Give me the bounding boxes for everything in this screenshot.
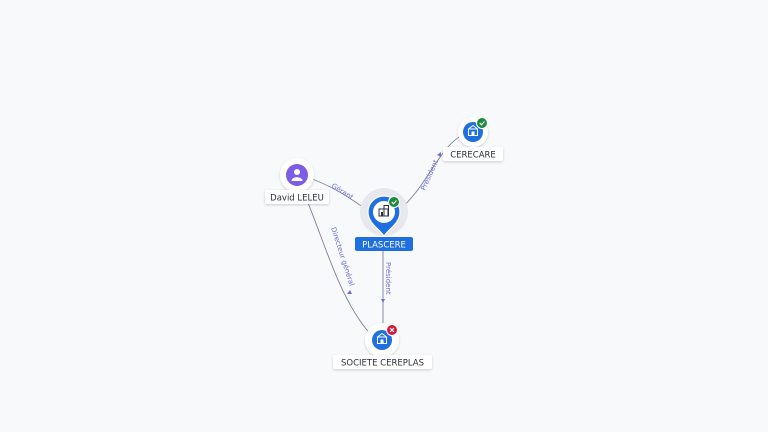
status-active-badge bbox=[388, 196, 400, 208]
edge-arrow bbox=[347, 290, 352, 294]
person-icon bbox=[291, 169, 303, 181]
status-active-badge bbox=[476, 117, 488, 129]
edge-arrow bbox=[381, 299, 385, 303]
node-cerecare[interactable]: CERECARE bbox=[443, 117, 503, 161]
building-icon bbox=[468, 124, 478, 136]
edge-label: Président bbox=[420, 158, 441, 191]
node-societe-cereplas[interactable]: SOCIETE CEREPLAS bbox=[333, 323, 432, 369]
check-icon bbox=[479, 121, 485, 126]
edge-label: Directeur général bbox=[329, 226, 356, 287]
building-icon bbox=[378, 205, 389, 217]
node-label-box bbox=[443, 147, 503, 161]
node-label: CERECARE bbox=[450, 151, 496, 161]
edge-societe-plascere: Président bbox=[381, 250, 392, 326]
node-plascere[interactable]: PLASCERE bbox=[355, 188, 413, 251]
edge-cerecare-plascere: Président bbox=[397, 131, 471, 212]
edge-label: Président bbox=[384, 262, 392, 295]
node-label-box bbox=[265, 190, 329, 204]
node-label: SOCIETE CEREPLAS bbox=[341, 359, 424, 369]
node-label-box bbox=[333, 355, 432, 369]
check-icon bbox=[391, 200, 397, 205]
edge-label: Gérant bbox=[330, 182, 355, 202]
node-david-leleu[interactable]: David LELEU bbox=[265, 158, 329, 204]
node-label: David LELEU bbox=[270, 194, 324, 204]
building-icon bbox=[377, 332, 387, 344]
edge-arrow bbox=[437, 152, 441, 157]
close-icon bbox=[389, 327, 395, 333]
node-label-box bbox=[355, 237, 413, 251]
node-label: PLASCERE bbox=[362, 241, 406, 251]
